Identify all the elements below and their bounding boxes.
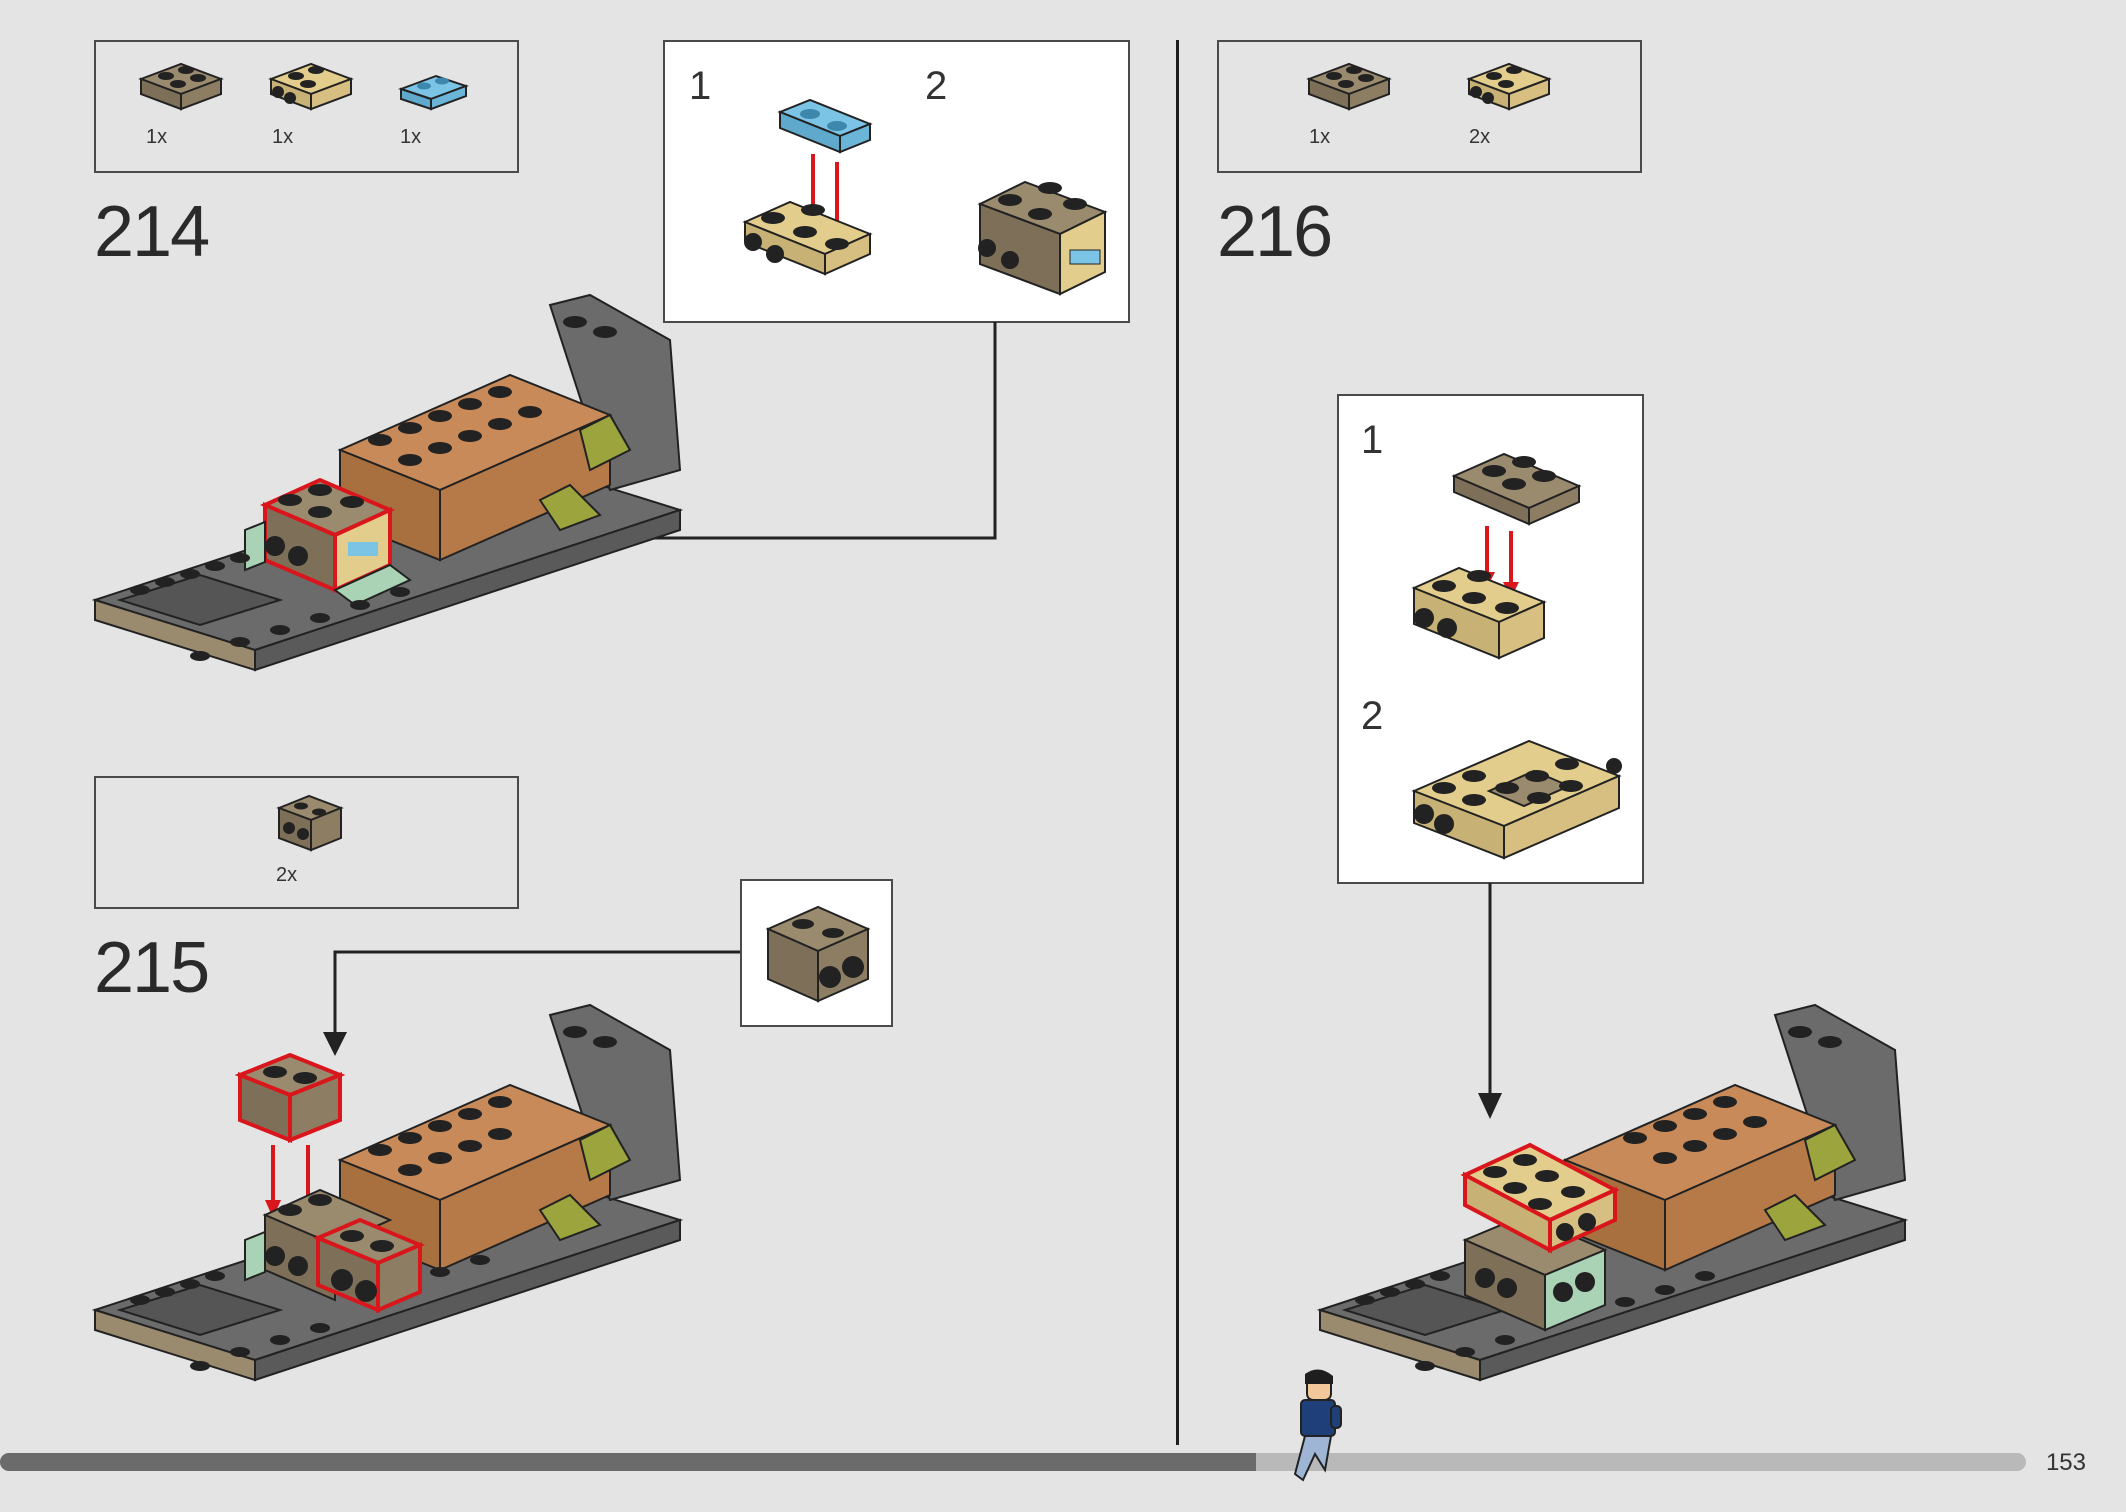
callout-arrow-216 xyxy=(1478,883,1502,1119)
parts-list-214: 1x 1x 1x xyxy=(94,40,519,173)
part-callout-215 xyxy=(740,879,893,1027)
substep-label: 2 xyxy=(1361,694,1384,738)
model-illustration-216 xyxy=(1316,1003,1909,1382)
model-illustration-215 xyxy=(91,1003,684,1382)
part-qty: 1x xyxy=(272,126,294,148)
progress-bar xyxy=(0,1453,2026,1471)
step-number: 216 xyxy=(1217,192,1333,272)
part-qty: 2x xyxy=(276,864,298,886)
model-illustration-214 xyxy=(91,293,684,672)
progress-bar-fill xyxy=(0,1453,1257,1471)
part-qty: 1x xyxy=(400,126,422,148)
callout-arrow-215 xyxy=(323,950,740,1056)
column-divider xyxy=(1176,40,1179,1445)
parts-list-215: 2x xyxy=(94,776,519,909)
step-number: 214 xyxy=(94,192,210,272)
dark-tan-brick-1x2-studs-icon xyxy=(276,794,344,852)
subassembly-callout-216: 1 2 xyxy=(1337,394,1644,884)
tan-plate-2x2-studs-icon xyxy=(1466,62,1552,111)
dark-tan-plate-2x2-icon xyxy=(1306,62,1392,111)
page-number: 153 xyxy=(2045,1449,2086,1476)
step-number: 215 xyxy=(94,928,210,1008)
part-qty: 2x xyxy=(1469,126,1491,148)
dark-tan-brick-1x2-studs-icon xyxy=(765,905,871,1003)
tan-plate-2x2-studs-icon xyxy=(268,62,354,111)
substep-label: 1 xyxy=(1361,418,1384,462)
substep-label: 2 xyxy=(925,64,948,108)
azure-plate-1x2-icon xyxy=(397,74,470,111)
dark-tan-plate-2x2-icon xyxy=(138,62,224,111)
subassembly-callout-214: 1 2 xyxy=(663,40,1130,323)
part-qty: 1x xyxy=(146,126,168,148)
subassembly-build-icon xyxy=(1411,452,1622,860)
parts-list-216: 1x 2x xyxy=(1217,40,1642,173)
substep-label: 1 xyxy=(689,64,712,108)
part-qty: 1x xyxy=(1309,126,1331,148)
subassembly-build-icon xyxy=(742,98,1108,296)
minifigure-walking-icon xyxy=(1293,1369,1342,1482)
